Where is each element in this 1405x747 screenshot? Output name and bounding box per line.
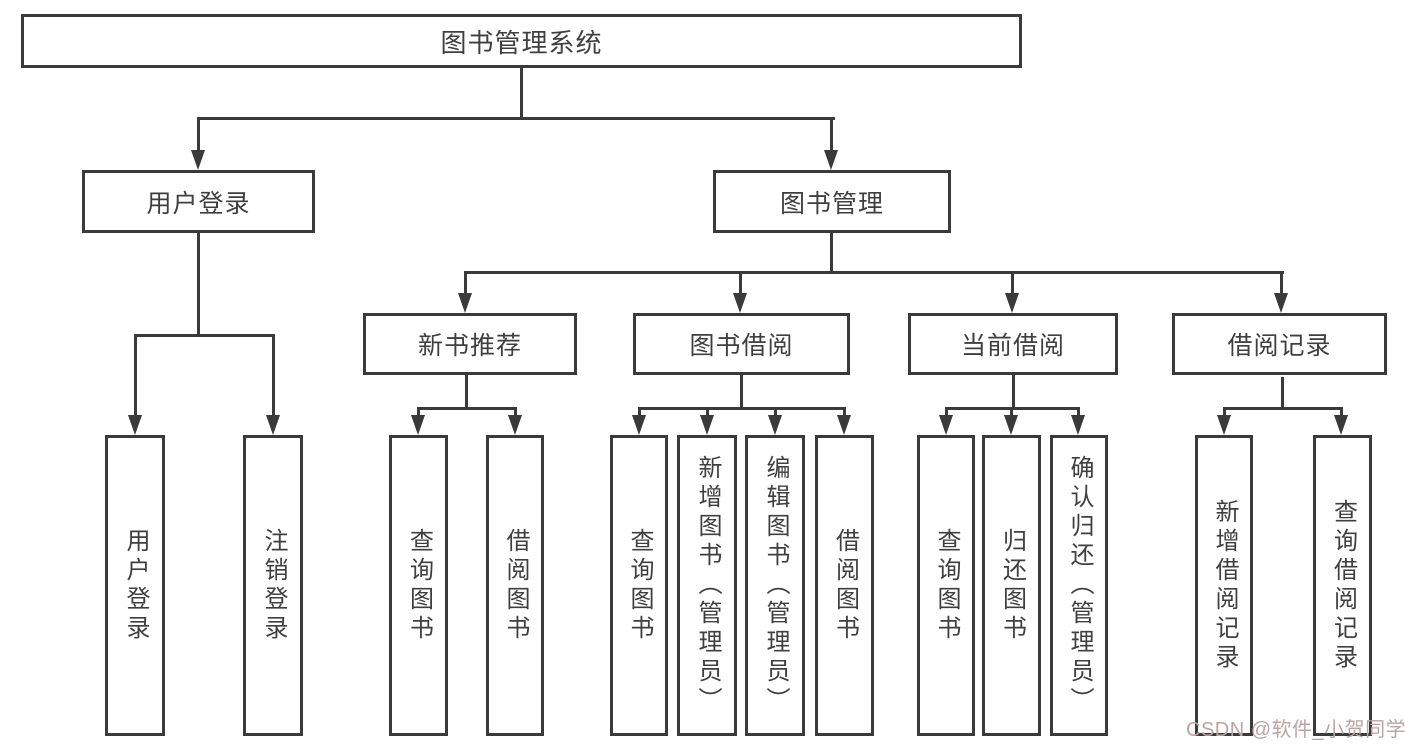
connector-line: [417, 407, 517, 410]
node-root-label: 图书管理系统: [440, 27, 603, 58]
connector-line: [1340, 408, 1343, 418]
arrow-down-icon: [632, 415, 646, 435]
arrow-down-icon: [939, 415, 953, 435]
leaf-borrow-books-recommend: 借阅图书: [486, 435, 544, 736]
connector-line: [272, 335, 275, 417]
connector-line: [1010, 408, 1013, 418]
leaf-edit-book-admin: 编辑图书（管理员）: [745, 435, 805, 736]
leaf-borrow-books-recommend-label: 借阅图书: [502, 527, 529, 644]
leaf-query-borrow-record-label: 查询借阅记录: [1329, 498, 1357, 673]
connector-line: [774, 408, 777, 418]
node-current-borrow-label: 当前借阅: [960, 332, 1065, 360]
connector-line: [1223, 408, 1226, 418]
csdn-watermark: CSDN @软件_小贺同学: [1186, 719, 1405, 741]
node-new-book-recommend-label: 新书推荐: [417, 332, 522, 360]
arrow-down-icon: [1334, 415, 1348, 435]
node-root: 图书管理系统: [21, 14, 1022, 68]
connector-line: [464, 272, 467, 296]
connector-line: [1281, 377, 1284, 410]
arrow-down-icon: [768, 415, 782, 435]
arrow-down-icon: [128, 415, 142, 435]
connector-line: [706, 408, 709, 418]
connector-line: [830, 233, 833, 274]
connector-line: [1223, 407, 1343, 410]
connector-line: [197, 233, 200, 337]
node-book-management-label: 图书管理: [779, 189, 884, 218]
leaf-query-books-borrow: 查询图书: [610, 435, 668, 736]
arrow-down-icon: [824, 150, 838, 170]
node-borrow-records: 借阅记录: [1172, 313, 1387, 375]
leaf-confirm-return-admin: 确认归还（管理员）: [1050, 435, 1108, 736]
arrow-down-icon: [1274, 293, 1288, 313]
connector-line: [134, 335, 137, 417]
leaf-query-books-current: 查询图书: [917, 435, 975, 736]
leaf-add-book-admin-label: 新增图书（管理员）: [694, 455, 721, 716]
leaf-return-books-label: 归还图书: [998, 527, 1026, 644]
connector-line: [197, 118, 200, 152]
connector-line: [1280, 272, 1283, 296]
leaf-query-books-current-label: 查询图书: [933, 527, 960, 644]
connector-line: [830, 118, 833, 152]
node-book-management: 图书管理: [713, 170, 951, 233]
connector-line: [739, 272, 742, 296]
connector-line: [465, 375, 468, 410]
connector-line: [417, 408, 420, 418]
leaf-borrow-books-label: 借阅图书: [831, 527, 859, 644]
connector-line: [1011, 272, 1014, 296]
connector-line: [1012, 375, 1015, 410]
connector-line: [520, 68, 523, 118]
connector-line: [464, 271, 1284, 274]
node-user-login: 用户登录: [82, 170, 315, 233]
node-new-book-recommend: 新书推荐: [363, 313, 577, 375]
leaf-add-borrow-record: 新增借阅记录: [1195, 435, 1253, 736]
arrow-down-icon: [266, 415, 280, 435]
leaf-add-borrow-record-label: 新增借阅记录: [1211, 498, 1238, 673]
arrow-down-icon: [837, 415, 851, 435]
arrow-down-icon: [508, 415, 522, 435]
connector-line: [740, 375, 743, 410]
leaf-edit-book-admin-label: 编辑图书（管理员）: [762, 455, 789, 716]
leaf-user-login-label: 用户登录: [122, 527, 149, 644]
arrow-down-icon: [1071, 415, 1085, 435]
connector-line: [514, 408, 517, 418]
arrow-down-icon: [1004, 415, 1018, 435]
arrow-down-icon: [700, 415, 714, 435]
arrow-down-icon: [1005, 293, 1019, 313]
leaf-user-login: 用户登录: [105, 435, 165, 736]
leaf-return-books: 归还图书: [982, 435, 1041, 736]
leaf-borrow-books: 借阅图书: [815, 435, 874, 736]
connector-line: [1077, 408, 1080, 418]
leaf-logout: 注销登录: [243, 435, 303, 736]
connector-line: [197, 117, 835, 120]
arrow-down-icon: [1217, 415, 1231, 435]
node-book-borrow: 图书借阅: [633, 313, 850, 375]
leaf-query-books-borrow-label: 查询图书: [626, 527, 653, 644]
arrow-down-icon: [411, 415, 425, 435]
node-book-borrow-label: 图书借阅: [689, 332, 794, 360]
arrow-down-icon: [733, 293, 747, 313]
node-user-login-label: 用户登录: [146, 189, 251, 218]
arrow-down-icon: [191, 150, 205, 170]
node-current-borrow: 当前借阅: [908, 313, 1118, 375]
arrow-down-icon: [458, 293, 472, 313]
leaf-query-borrow-record: 查询借阅记录: [1313, 435, 1372, 736]
connector-line: [134, 334, 275, 337]
leaf-logout-label: 注销登录: [260, 527, 287, 644]
leaf-add-book-admin: 新增图书（管理员）: [677, 435, 737, 736]
connector-line: [638, 407, 846, 410]
leaf-confirm-return-admin-label: 确认归还（管理员）: [1066, 455, 1093, 716]
connector-line: [945, 408, 948, 418]
node-borrow-records-label: 借阅记录: [1227, 332, 1332, 360]
connector-line: [843, 408, 846, 418]
leaf-query-books-recommend: 查询图书: [389, 435, 448, 736]
leaf-query-books-recommend-label: 查询图书: [405, 527, 433, 644]
connector-line: [638, 408, 641, 418]
